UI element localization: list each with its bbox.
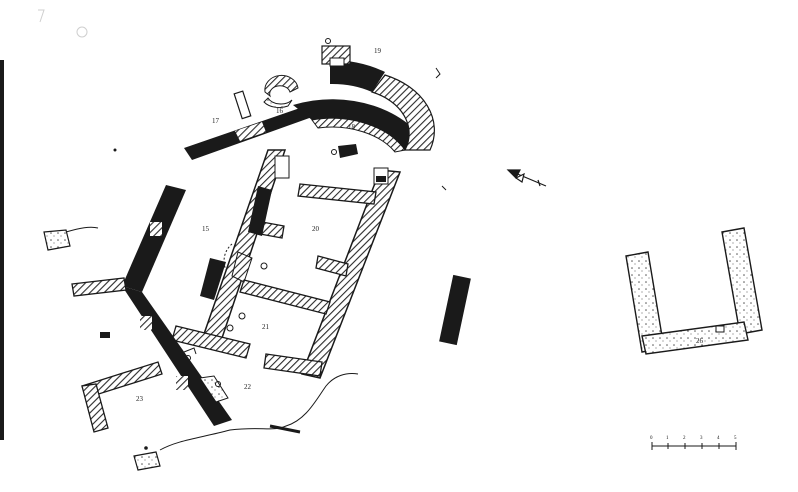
room-label-22: 22 <box>244 383 251 391</box>
scale-bar <box>651 442 737 450</box>
hall-west-wall <box>203 149 290 339</box>
detached-room-26 <box>625 227 763 355</box>
room-label-15: 15 <box>202 225 209 233</box>
room-label-26: 26 <box>696 337 703 345</box>
scale-tick-1: 1 <box>666 436 669 441</box>
left-edge-strip <box>0 60 4 440</box>
misc-marks <box>113 67 447 191</box>
black-slab <box>439 274 471 346</box>
room-label-21: 21 <box>262 323 269 331</box>
north-arrow-icon <box>506 169 547 187</box>
fragments-left <box>43 226 161 471</box>
room-label-18: 18 <box>348 123 355 131</box>
small-curved-wall <box>263 74 299 109</box>
room-label-19: 19 <box>374 47 381 55</box>
contour-line <box>159 373 359 451</box>
contour-thick <box>269 424 301 434</box>
cross-walls <box>171 183 377 377</box>
room-label-16: 16 <box>276 107 283 115</box>
scale-tick-3: 3 <box>700 436 703 441</box>
room-label-20: 20 <box>312 225 319 233</box>
corner-marks <box>38 9 88 38</box>
wall-17 <box>184 108 315 160</box>
scale-tick-0: 0 <box>650 436 653 441</box>
room-label-23: 23 <box>136 395 143 403</box>
doorway-blocks <box>373 167 389 185</box>
wall-20 <box>122 185 232 426</box>
pillar-16 <box>233 90 252 120</box>
scale-tick-4: 4 <box>717 436 720 441</box>
west-branch-walls <box>71 277 163 433</box>
apse-wall <box>293 59 435 153</box>
scale-tick-2: 2 <box>683 436 686 441</box>
scale-tick-5: 5 <box>734 436 737 441</box>
apse-gate <box>321 38 351 67</box>
room-label-17: 17 <box>212 117 219 125</box>
inner-features <box>183 144 358 403</box>
